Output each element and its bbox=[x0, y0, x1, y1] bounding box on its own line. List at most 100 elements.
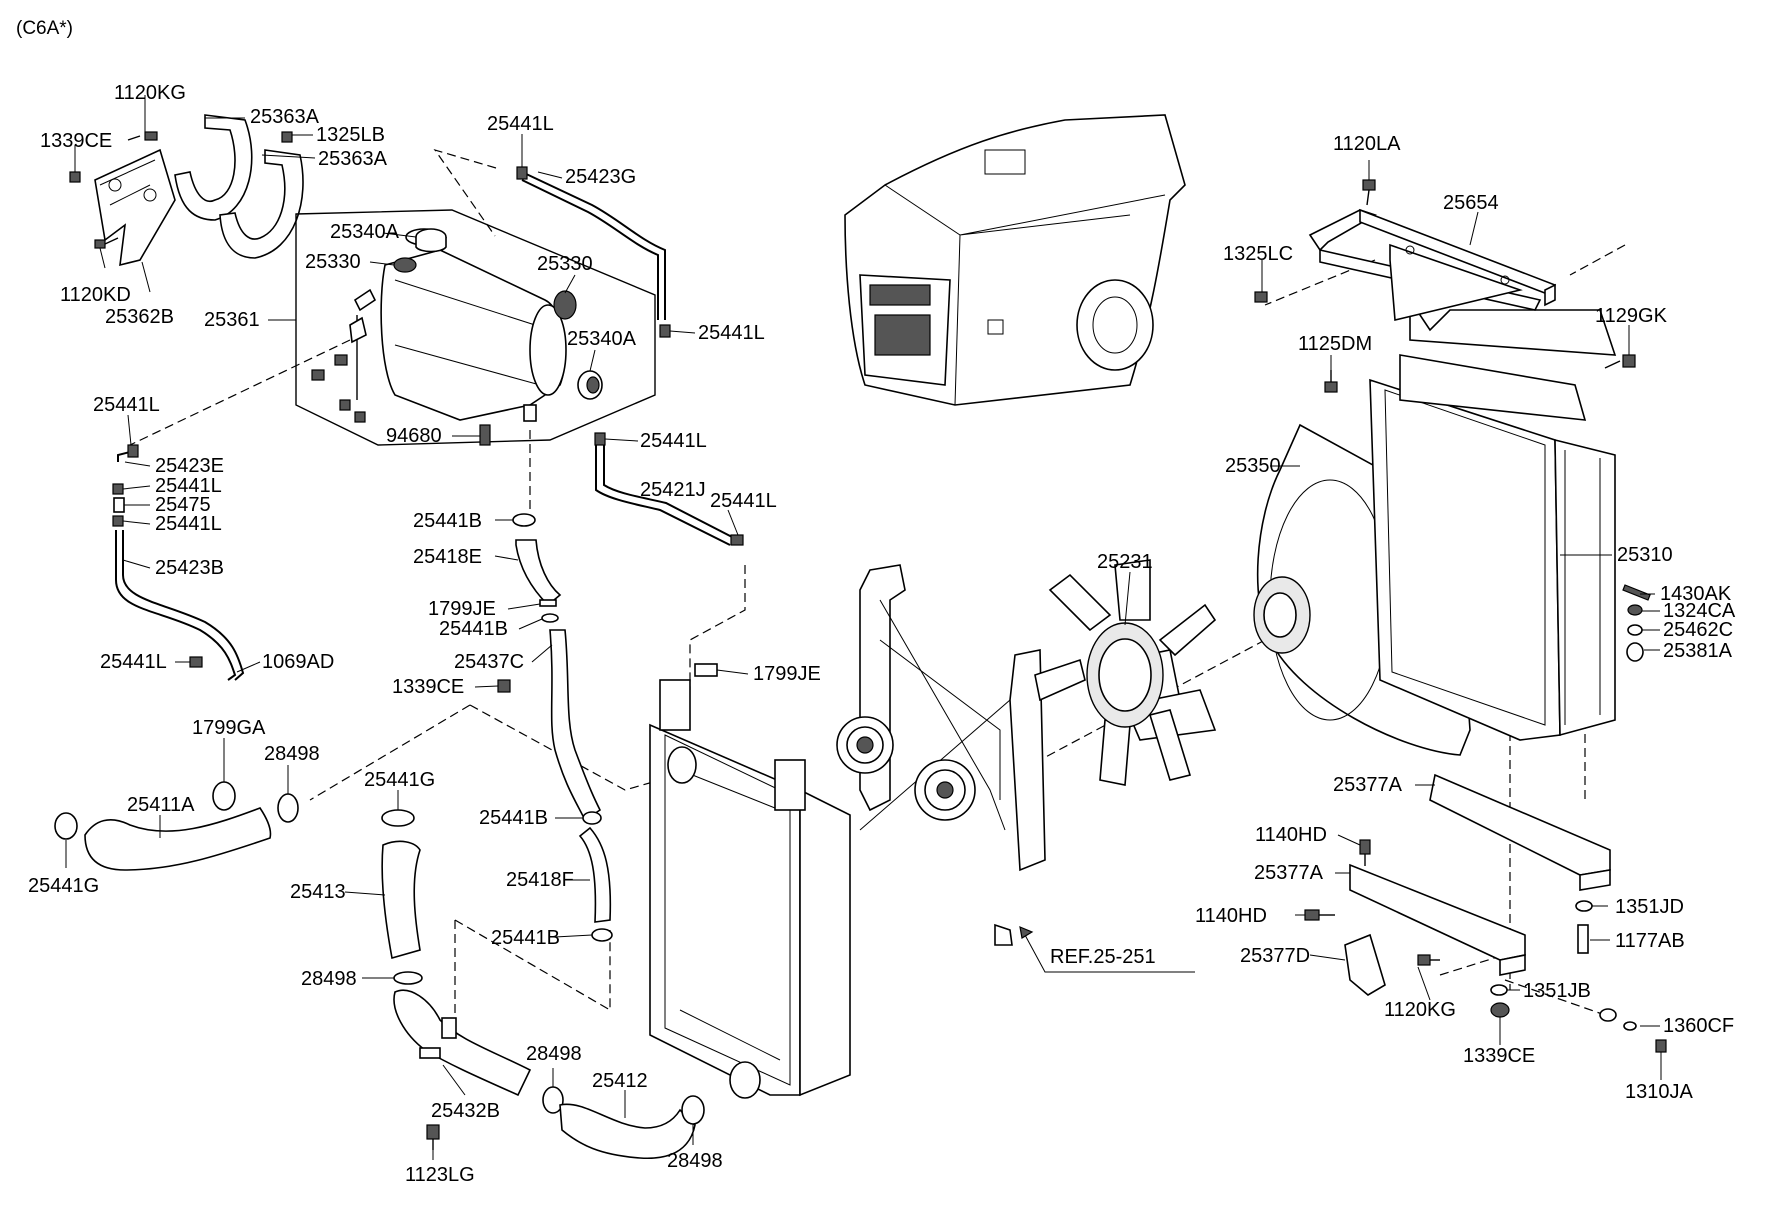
label-25441l-r2: 25441L bbox=[640, 430, 707, 452]
clamp-28498-b bbox=[393, 971, 423, 985]
label-25441g-a: 25441G bbox=[364, 769, 435, 791]
label-1799je-b: 1799JE bbox=[753, 663, 821, 685]
bracket-1799je-a bbox=[539, 599, 557, 607]
mount-bracket-25377d bbox=[1344, 933, 1386, 996]
label-1430ak: 1430AK bbox=[1660, 583, 1732, 605]
label-25423e: 25423E bbox=[155, 455, 224, 477]
label-25441l-r1: 25441L bbox=[698, 322, 765, 344]
clamp-28498-a bbox=[277, 793, 299, 823]
label-25411a: 25411A bbox=[127, 794, 195, 816]
label-28498-c: 28498 bbox=[526, 1043, 582, 1065]
label-25437c: 25437C bbox=[454, 651, 524, 673]
fasteners-right bbox=[1254, 179, 1667, 1053]
label-reference: REF.25-251 bbox=[1050, 946, 1156, 968]
label-1339ce-b: 1339CE bbox=[392, 676, 464, 698]
label-25432b: 25432B bbox=[431, 1100, 500, 1122]
clamp-25441g-a bbox=[54, 812, 78, 840]
label-1310ja: 1310JA bbox=[1625, 1081, 1693, 1103]
label-25330-b: 25330 bbox=[537, 253, 593, 275]
expansion-tank-25361 bbox=[380, 228, 567, 422]
hose-25421j bbox=[595, 445, 735, 546]
leader-lines bbox=[65, 95, 1662, 1160]
frame-25654 bbox=[1308, 208, 1557, 321]
hose-25418e bbox=[515, 539, 562, 607]
label-1351jb: 1351JB bbox=[1523, 980, 1591, 1002]
label-25340a-b: 25340A bbox=[567, 328, 637, 350]
label-1125dm: 1125DM bbox=[1298, 333, 1372, 355]
vehicle-outline bbox=[844, 114, 1186, 406]
clamp-25441l-l1 bbox=[127, 444, 139, 458]
clamp-25441l-r1 bbox=[659, 324, 671, 338]
label-25475: 25475 bbox=[155, 494, 211, 516]
cap-gasket-25330-left bbox=[393, 257, 417, 273]
clamp-25441l-l4 bbox=[189, 656, 203, 668]
reservoir-group-box bbox=[295, 209, 656, 446]
label-25377d: 25377D bbox=[1240, 945, 1310, 967]
hose-25418f bbox=[578, 826, 612, 923]
hose-25413 bbox=[381, 840, 421, 960]
clamp-25441b-c bbox=[582, 811, 602, 825]
label-1351jd: 1351JD bbox=[1615, 896, 1684, 918]
part-labels: 1120KG 1339CE 25363A 1325LB 25363A 1120K… bbox=[28, 82, 1736, 1186]
label-25441l-l2: 25441L bbox=[155, 475, 222, 497]
label-25441l-top: 25441L bbox=[487, 113, 554, 135]
label-25654: 25654 bbox=[1443, 192, 1499, 214]
label-25441l-l4: 25441L bbox=[100, 651, 167, 673]
label-1140hd-b: 1140HD bbox=[1195, 905, 1267, 927]
label-28498-d: 28498 bbox=[667, 1150, 723, 1172]
bolts-top-left bbox=[69, 131, 293, 249]
label-25340a-a: 25340A bbox=[330, 221, 400, 243]
pipe-25432b bbox=[393, 989, 532, 1097]
clamp-25441l-r3 bbox=[730, 534, 744, 546]
clamp-25441l-r2 bbox=[594, 432, 606, 446]
label-25363a-a: 25363A bbox=[250, 106, 320, 128]
label-1324ca: 1324CA bbox=[1663, 600, 1736, 622]
cap-gasket-25330-right bbox=[553, 290, 577, 320]
clamp-25441l-l3 bbox=[112, 515, 124, 527]
label-1069ad: 1069AD bbox=[262, 651, 334, 673]
label-1177ab: 1177AB bbox=[1615, 930, 1685, 952]
label-25361: 25361 bbox=[204, 309, 260, 331]
label-1339ce-c: 1339CE bbox=[1463, 1045, 1535, 1067]
label-25363a-b: 25363A bbox=[318, 148, 388, 170]
hose-25423b bbox=[115, 530, 245, 681]
filler-cap-25340a-side bbox=[577, 370, 603, 400]
clamp-1799ga bbox=[212, 781, 236, 811]
label-25441g-b: 25441G bbox=[28, 875, 99, 897]
shroud-bracket-25363a bbox=[174, 114, 304, 259]
label-1799je-a: 1799JE bbox=[428, 598, 496, 620]
label-25310: 25310 bbox=[1617, 544, 1673, 566]
label-25441l-l3: 25441L bbox=[155, 513, 222, 535]
label-1120kg-b: 1120KG bbox=[1384, 999, 1456, 1021]
clamp-25441l-top bbox=[516, 166, 528, 180]
filler-cap-25340a-top bbox=[415, 228, 447, 253]
mount-bracket-25377a-lower bbox=[1349, 863, 1526, 976]
label-25441b-b: 25441B bbox=[439, 618, 508, 640]
label-25381a: 25381A bbox=[1663, 640, 1733, 662]
radiator-25310 bbox=[1369, 297, 1617, 741]
hose-25437c bbox=[549, 629, 602, 822]
clamp-25441l-l2 bbox=[112, 483, 124, 495]
clamp-25441b-b bbox=[541, 613, 559, 623]
label-1360cf: 1360CF bbox=[1663, 1015, 1734, 1037]
label-25412: 25412 bbox=[592, 1070, 648, 1092]
label-1120la: 1120LA bbox=[1333, 133, 1401, 155]
label-1325lc: 1325LC bbox=[1223, 243, 1293, 265]
clamp-25441b-a bbox=[512, 513, 536, 527]
label-25441b-d: 25441B bbox=[491, 927, 560, 949]
label-25421j: 25421J bbox=[640, 479, 706, 501]
label-1123lg: 1123LG bbox=[405, 1164, 475, 1186]
label-25413: 25413 bbox=[290, 881, 346, 903]
label-25231: 25231 bbox=[1097, 551, 1153, 573]
label-25441b-a: 25441B bbox=[413, 510, 482, 532]
label-25441l-r3: 25441L bbox=[710, 490, 777, 512]
label-25441l-l1: 25441L bbox=[93, 394, 160, 416]
label-1325lb: 1325LB bbox=[316, 124, 385, 146]
label-28498-a: 28498 bbox=[264, 743, 320, 765]
mount-bracket-25377a-upper bbox=[1429, 773, 1611, 891]
label-1120kg-a: 1120KG bbox=[114, 82, 186, 104]
hose-25423e bbox=[117, 451, 131, 462]
label-94680: 94680 bbox=[386, 425, 442, 447]
label-28498-b: 28498 bbox=[301, 968, 357, 990]
